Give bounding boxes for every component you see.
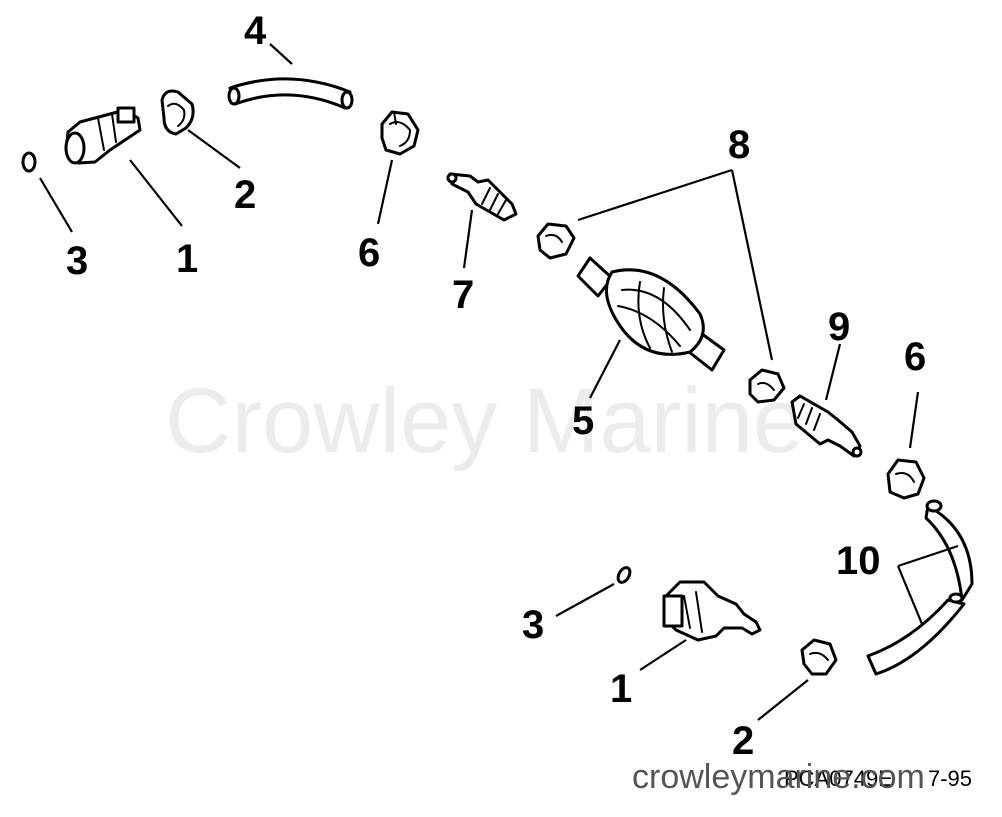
leader-lines bbox=[39, 43, 959, 721]
part-clip-lower bbox=[748, 368, 786, 404]
figure-code: PCA0749E bbox=[784, 766, 893, 791]
part-fitting-lower bbox=[790, 394, 863, 458]
part-connector-lower bbox=[662, 580, 762, 642]
part-clamp-upper bbox=[380, 110, 420, 156]
callout-2-top: 2 bbox=[234, 173, 256, 217]
callout-1-top: 1 bbox=[176, 237, 198, 281]
callout-1-lower: 1 bbox=[610, 667, 632, 711]
part-hose-lower bbox=[866, 499, 974, 676]
callout-3-lower: 3 bbox=[522, 603, 544, 647]
callout-8: 8 bbox=[728, 123, 750, 167]
callout-9: 9 bbox=[828, 305, 850, 349]
callout-3-top: 3 bbox=[66, 239, 88, 283]
part-oring-lower bbox=[616, 566, 632, 584]
callout-7: 7 bbox=[452, 273, 474, 317]
part-oring-top bbox=[21, 151, 37, 173]
part-connector-top bbox=[64, 106, 142, 165]
part-clamp-top bbox=[160, 89, 195, 136]
page-ref: 7-95 bbox=[928, 766, 972, 791]
callout-6-lower: 6 bbox=[904, 335, 926, 379]
callout-10: 10 bbox=[836, 539, 881, 583]
part-hose-top bbox=[227, 77, 354, 110]
part-fitting-upper bbox=[446, 172, 518, 222]
part-clamp-lower bbox=[886, 458, 926, 500]
part-clamp-lower-2 bbox=[800, 638, 838, 676]
part-primer-bulb bbox=[576, 256, 726, 372]
watermark: Crowley Marine bbox=[165, 370, 804, 472]
callout-5: 5 bbox=[572, 399, 594, 443]
callout-2-lower: 2 bbox=[732, 719, 754, 763]
callout-4: 4 bbox=[244, 9, 267, 53]
site-watermark: crowleymarine.com bbox=[632, 758, 925, 796]
callout-6-upper: 6 bbox=[358, 231, 380, 275]
part-clip-upper bbox=[536, 222, 576, 260]
